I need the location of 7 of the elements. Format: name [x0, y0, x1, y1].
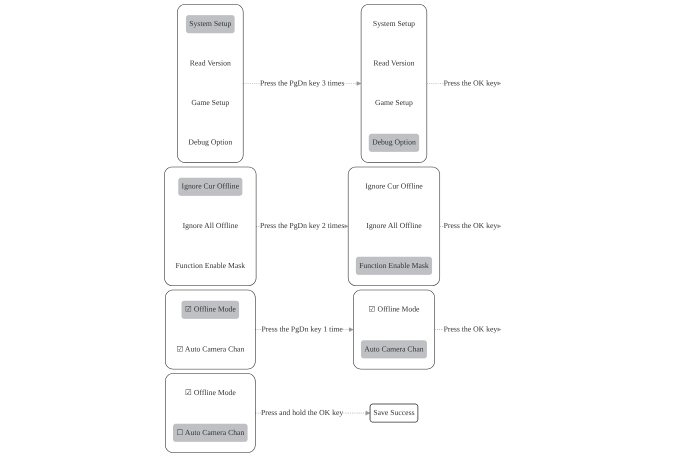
- cluster: [164, 373, 256, 453]
- cluster: [352, 290, 435, 370]
- cluster: [348, 166, 440, 286]
- cluster: [360, 4, 427, 163]
- cluster: [164, 290, 256, 370]
- cluster: [164, 166, 256, 286]
- cluster: [176, 4, 244, 163]
